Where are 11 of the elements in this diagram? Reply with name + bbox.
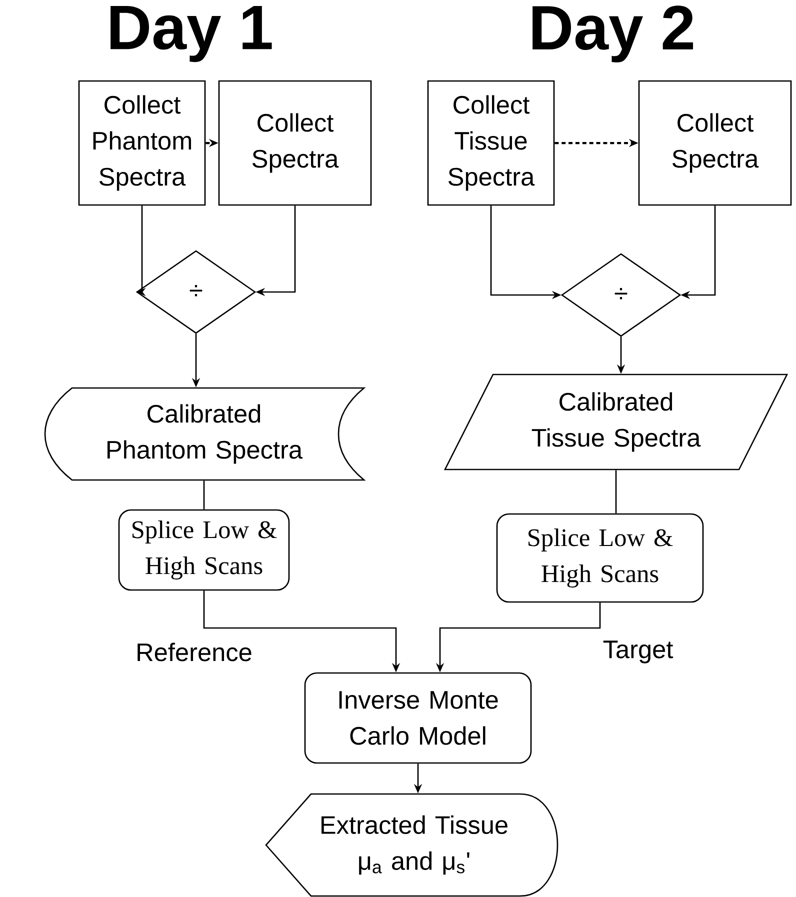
process-box: Collect Phantom Spectra: [78, 80, 206, 206]
edge-label: Reference: [138, 642, 252, 662]
process-box: Inverse Monte Carlo Model: [304, 672, 532, 764]
process-box: Splice Low & High Scans: [118, 509, 290, 591]
process-box: Collect Tissue Spectra: [427, 80, 555, 206]
process-box: Splice Low & High Scans: [496, 513, 704, 603]
process-box: Collect Spectra: [638, 80, 792, 206]
heading: Day 2: [532, 6, 694, 62]
heading: Day 1: [110, 6, 272, 62]
process-box: Collect Spectra: [218, 80, 372, 206]
edge-label: Target: [603, 640, 674, 664]
